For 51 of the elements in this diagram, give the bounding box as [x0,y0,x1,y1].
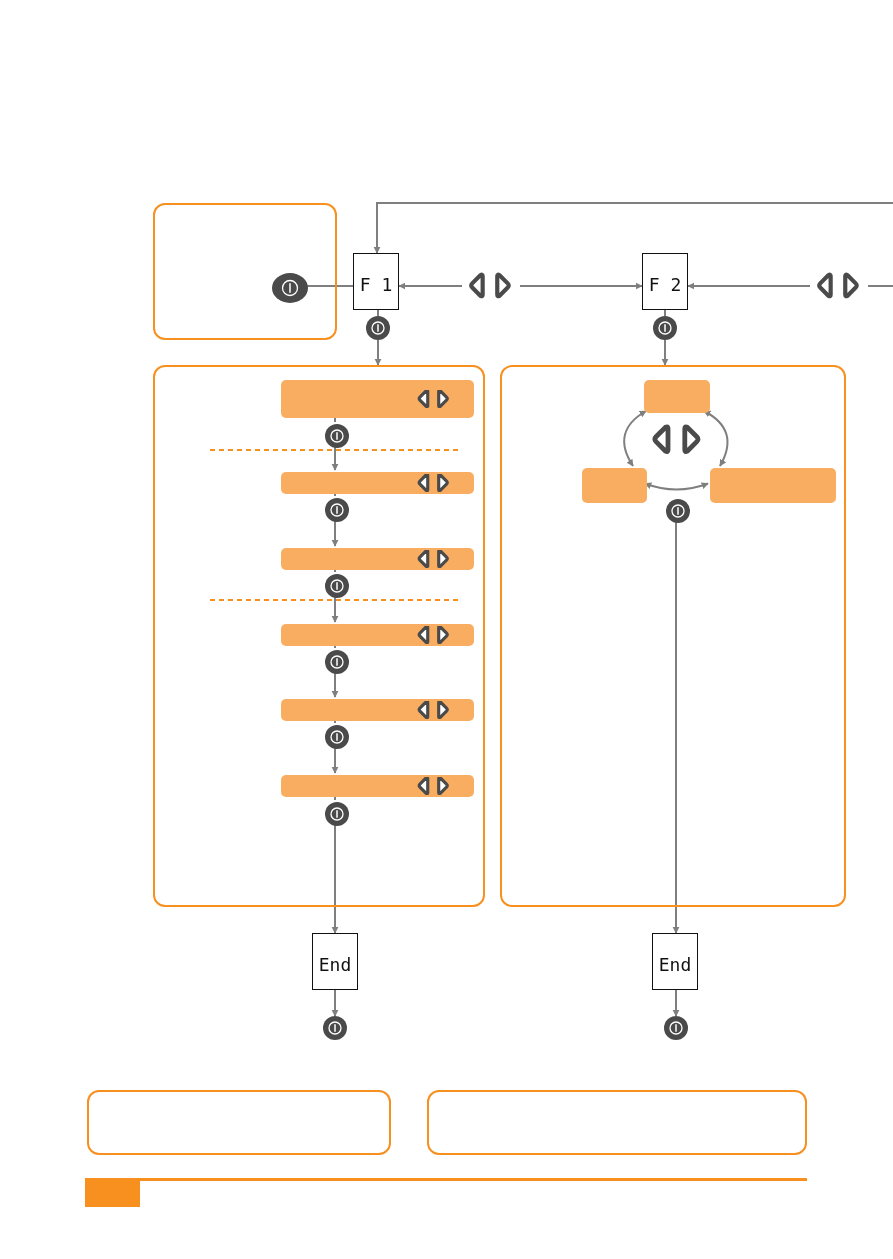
arrow [687,282,811,290]
arrow [374,339,382,366]
arrow [672,520,680,934]
arrow [373,202,893,254]
setting-bar [582,468,647,503]
setting-bar [281,775,474,797]
power-button-icon [325,650,349,674]
power-button-icon [666,499,690,523]
arrow [331,595,339,623]
display-text: F 2 [648,275,682,294]
lcd-display [353,253,399,310]
arrow [331,823,339,934]
arrow [331,519,339,547]
lcd-display [312,933,358,990]
power-button-icon [366,316,390,340]
panel-frame [153,365,485,907]
setting-bar [644,380,710,413]
setting-bar [281,548,474,570]
display-text: End [318,955,352,974]
setting-bar [281,624,474,646]
setting-bar [281,380,474,418]
power-button-icon [325,725,349,749]
power-button-icon [272,273,308,303]
power-button-icon [325,424,349,448]
lcd-display [642,253,688,310]
power-button-icon [325,498,349,522]
panel-frame [153,203,337,340]
lcd-display [652,933,698,990]
setting-bar [710,468,836,503]
arrow [398,282,463,290]
arrow [623,410,647,467]
arrow [331,671,339,698]
power-button-icon [325,802,349,826]
arrow [331,746,339,774]
arrow [672,989,680,1017]
power-button-icon [664,1016,688,1040]
arrow [331,445,339,471]
setting-bar [281,699,474,721]
arrow [661,339,669,366]
panel-frame [427,1090,807,1155]
power-button-icon [325,574,349,598]
power-button-icon [653,316,677,340]
display-text: F 1 [359,275,393,294]
setting-bar [281,472,474,494]
arrow [703,410,729,467]
power-button-icon [323,1016,347,1040]
arrow [519,282,643,290]
panel-frame [87,1090,391,1155]
display-text: End [658,955,692,974]
arrow [331,989,339,1017]
panel-frame [500,365,846,907]
